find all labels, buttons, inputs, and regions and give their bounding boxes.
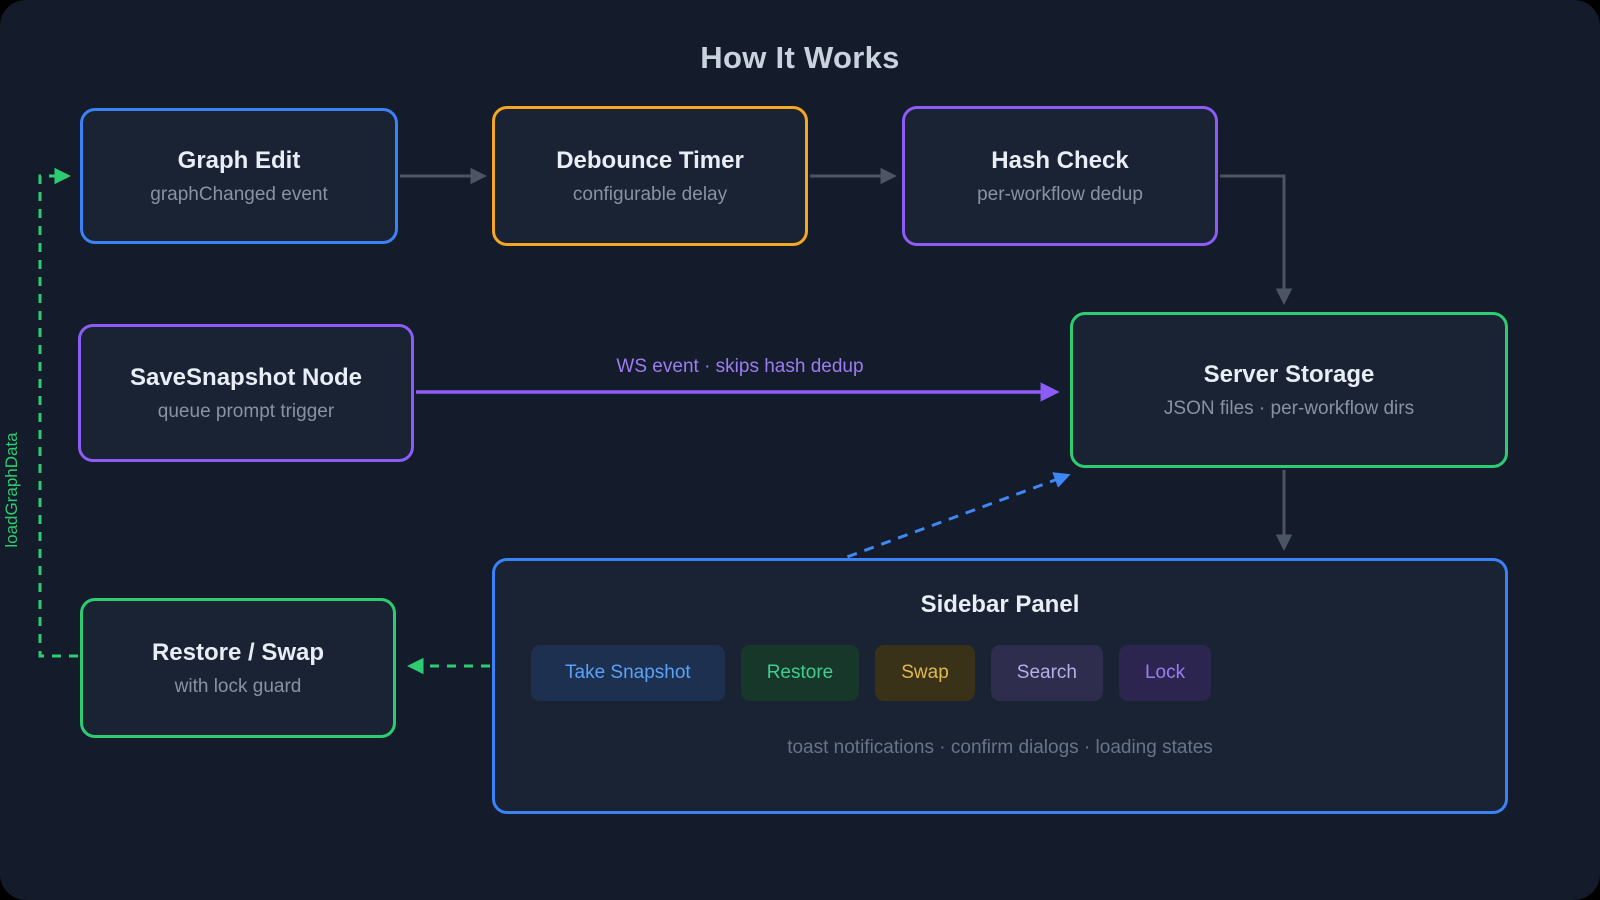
diagram-title: How It Works bbox=[700, 40, 900, 75]
edge-hash-to-server bbox=[1220, 174, 1293, 305]
sidebar-panel-footer: toast notifications · confirm dialogs · … bbox=[787, 737, 1213, 758]
node-restore-swap-title: Restore / Swap bbox=[151, 638, 325, 666]
node-save-snapshot: SaveSnapshot Node queue prompt trigger bbox=[78, 324, 414, 462]
node-hash-check-subtitle: per-workflow dedup bbox=[977, 183, 1143, 205]
node-debounce-timer-title: Debounce Timer bbox=[556, 146, 744, 174]
restore-button[interactable]: Restore bbox=[740, 645, 860, 701]
node-graph-edit-title: Graph Edit bbox=[177, 146, 301, 174]
node-debounce-timer: Debounce Timer configurable delay bbox=[492, 106, 808, 246]
node-restore-swap-subtitle: with lock guard bbox=[174, 675, 302, 697]
search-button[interactable]: Search bbox=[990, 645, 1103, 701]
node-server-storage: Server Storage JSON files · per-workflow… bbox=[1070, 312, 1508, 468]
node-debounce-timer-subtitle: configurable delay bbox=[572, 183, 728, 205]
node-graph-edit-subtitle: graphChanged event bbox=[150, 183, 328, 205]
edge-label-ws-event: WS event · skips hash dedup bbox=[616, 356, 864, 377]
lock-button[interactable]: Lock bbox=[1118, 645, 1212, 701]
node-server-storage-title: Server Storage bbox=[1203, 360, 1375, 388]
node-hash-check: Hash Check per-workflow dedup bbox=[902, 106, 1218, 246]
sidebar-panel-title: Sidebar Panel bbox=[920, 591, 1080, 618]
node-sidebar-panel: Sidebar Panel Take Snapshot Restore Swap… bbox=[492, 558, 1508, 814]
sidebar-button-row: Take Snapshot Restore Swap Search Lock bbox=[495, 645, 1505, 701]
node-hash-check-title: Hash Check bbox=[991, 146, 1129, 174]
node-save-snapshot-subtitle: queue prompt trigger bbox=[157, 400, 335, 422]
node-save-snapshot-title: SaveSnapshot Node bbox=[129, 363, 363, 391]
edge-label-load-graph-data: loadGraphData bbox=[2, 432, 21, 548]
take-snapshot-button[interactable]: Take Snapshot bbox=[531, 645, 725, 701]
node-restore-swap: Restore / Swap with lock guard bbox=[80, 598, 396, 738]
node-server-storage-subtitle: JSON files · per-workflow dirs bbox=[1163, 397, 1415, 419]
edge-restore-to-graph-edit bbox=[38, 167, 78, 658]
node-graph-edit: Graph Edit graphChanged event bbox=[80, 108, 398, 244]
swap-button[interactable]: Swap bbox=[875, 645, 975, 701]
